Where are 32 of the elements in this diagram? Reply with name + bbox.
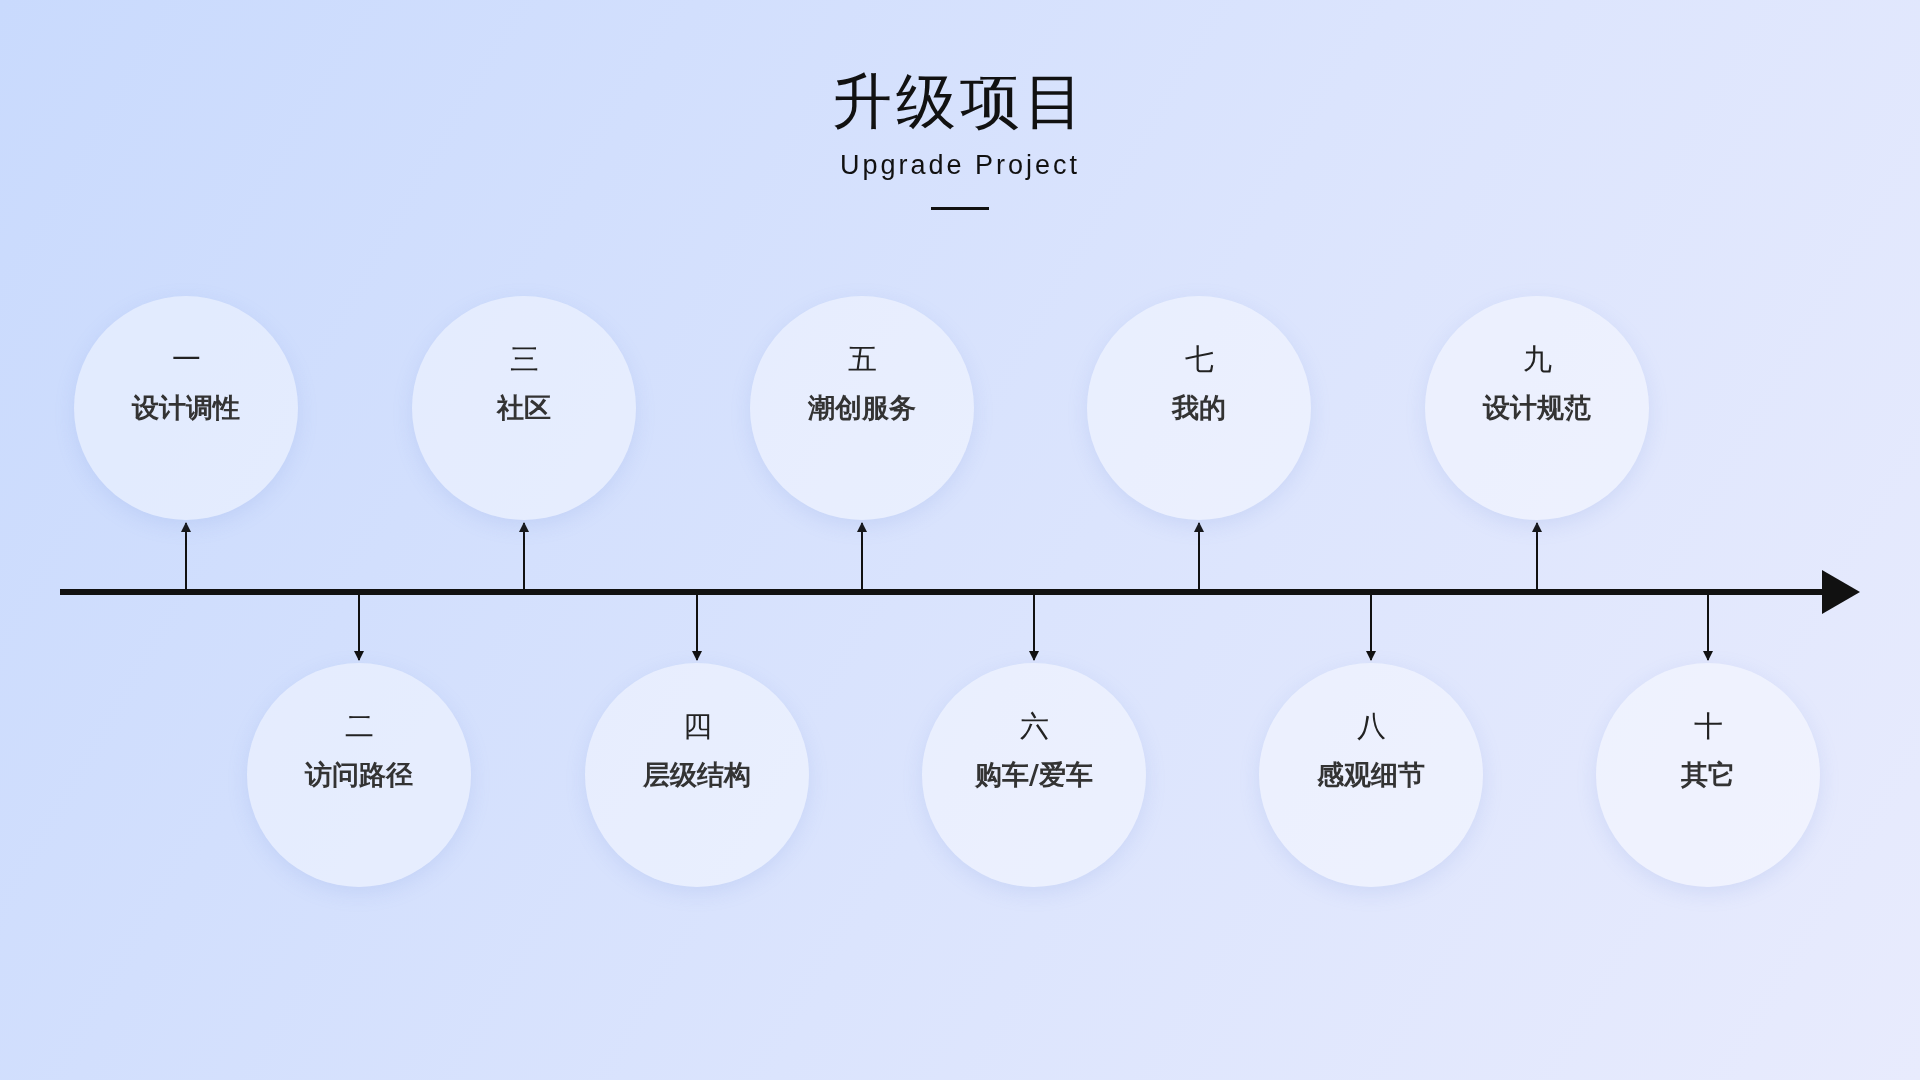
node-label: 社区 (495, 391, 552, 425)
node-label: 设计调性 (130, 391, 241, 425)
node-label: 层级结构 (642, 758, 752, 792)
node-label: 设计规范 (1481, 391, 1592, 425)
arrow (181, 522, 191, 590)
node-label: 潮创服务 (807, 391, 917, 425)
arrow (354, 594, 364, 661)
ordinal-label: 十 (1692, 708, 1724, 745)
arrow (1366, 594, 1376, 661)
ordinal-label: 九 (1521, 341, 1553, 378)
node-label: 访问路径 (303, 758, 414, 792)
ordinal-label: 六 (1018, 708, 1050, 745)
ordinal-label: 八 (1355, 708, 1387, 745)
arrow (692, 594, 702, 661)
ordinal-label: 二 (343, 708, 375, 745)
ordinal-label: 五 (846, 341, 878, 378)
node-label: 感观细节 (1316, 758, 1426, 792)
subtitle: Upgrade Project (839, 150, 1081, 180)
ordinal-label: 三 (508, 341, 540, 378)
ordinal-label: 一 (170, 341, 202, 378)
title: 升级项目 (832, 66, 1088, 136)
ordinal-label: 四 (681, 708, 713, 745)
arrow (1532, 522, 1542, 590)
arrow (1703, 594, 1713, 661)
node-label: 购车/爱车 (974, 758, 1094, 792)
arrow (857, 522, 867, 590)
node-label: 我的 (1170, 391, 1227, 425)
arrow (519, 522, 529, 590)
arrow (1029, 594, 1039, 661)
node-label: 其它 (1680, 758, 1736, 792)
arrow (1194, 522, 1204, 590)
ordinal-label: 七 (1183, 341, 1215, 378)
